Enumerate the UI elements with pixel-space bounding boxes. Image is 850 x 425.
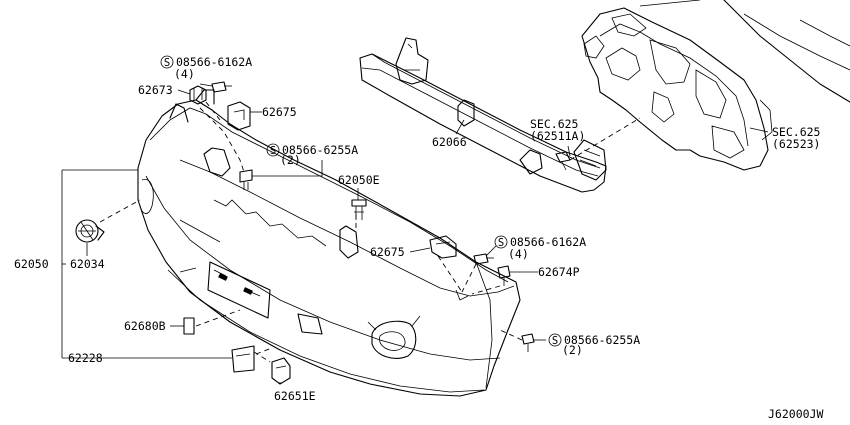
label-screw-left-qty: (2) bbox=[280, 153, 301, 167]
label-screw-mid-part: 08566-6162A bbox=[510, 235, 586, 249]
label-62066: 62066 bbox=[432, 135, 467, 149]
clip-62675-mid bbox=[429, 235, 457, 259]
clip-62034 bbox=[75, 219, 105, 243]
diagram-id: J62000JW bbox=[768, 407, 823, 421]
label-62034: 62034 bbox=[70, 257, 105, 271]
label-screw-bottom-qty: (2) bbox=[562, 343, 583, 357]
label-62228: 62228 bbox=[68, 351, 103, 365]
label-62050E: 62050E bbox=[338, 173, 380, 187]
label-screw-top-qty: (4) bbox=[174, 67, 195, 81]
label-62675-top: 62675 bbox=[262, 105, 297, 119]
screw-left bbox=[239, 169, 253, 190]
bracket-62651E bbox=[271, 357, 291, 385]
label-screw-left-part: 08566-6255A bbox=[282, 143, 358, 157]
label-62050: 62050 bbox=[14, 257, 49, 271]
screw-symbol-bottom: S bbox=[552, 335, 558, 347]
label-62674P: 62674P bbox=[538, 265, 580, 279]
screw-bottom bbox=[521, 333, 535, 352]
bumper-reinforcement bbox=[359, 37, 607, 193]
screw-symbol-mid: S bbox=[498, 237, 504, 249]
label-screw-top-part: 08566-6162A bbox=[176, 55, 252, 69]
label-sec625-right: SEC.625 bbox=[772, 125, 820, 139]
screw-symbol-left: S bbox=[270, 145, 276, 157]
clip-62050E bbox=[351, 199, 367, 220]
screw-mid bbox=[473, 253, 494, 265]
label-sec625-mid: SEC.625 bbox=[530, 117, 578, 131]
clip-62674P bbox=[497, 265, 511, 286]
screw-symbol-top: S bbox=[164, 57, 170, 69]
label-62651E: 62651E bbox=[274, 389, 316, 403]
cover-62228 bbox=[231, 345, 255, 373]
clip-62673 bbox=[189, 85, 207, 105]
bumper-fascia bbox=[137, 89, 521, 397]
screw-symbols: S S S S bbox=[160, 55, 562, 347]
label-sec625-right-ref: (62523) bbox=[772, 137, 820, 151]
leader-lines bbox=[61, 83, 769, 384]
labels: 08566-6162A (4) 62673 62675 08566-6255A … bbox=[14, 55, 823, 421]
label-screw-bottom-part: 08566-6255A bbox=[564, 333, 640, 347]
clip-62675-top bbox=[227, 101, 251, 131]
cover-62680B bbox=[183, 317, 195, 335]
assembly-lines bbox=[99, 101, 641, 363]
screw-top bbox=[211, 81, 232, 93]
label-62673: 62673 bbox=[138, 83, 173, 97]
label-sec625-mid-ref: (62511A) bbox=[530, 129, 585, 143]
label-screw-mid-qty: (4) bbox=[508, 247, 529, 261]
label-62680B: 62680B bbox=[124, 319, 166, 333]
label-62675-mid: 62675 bbox=[370, 245, 405, 259]
radiator-core-support bbox=[581, 0, 850, 171]
